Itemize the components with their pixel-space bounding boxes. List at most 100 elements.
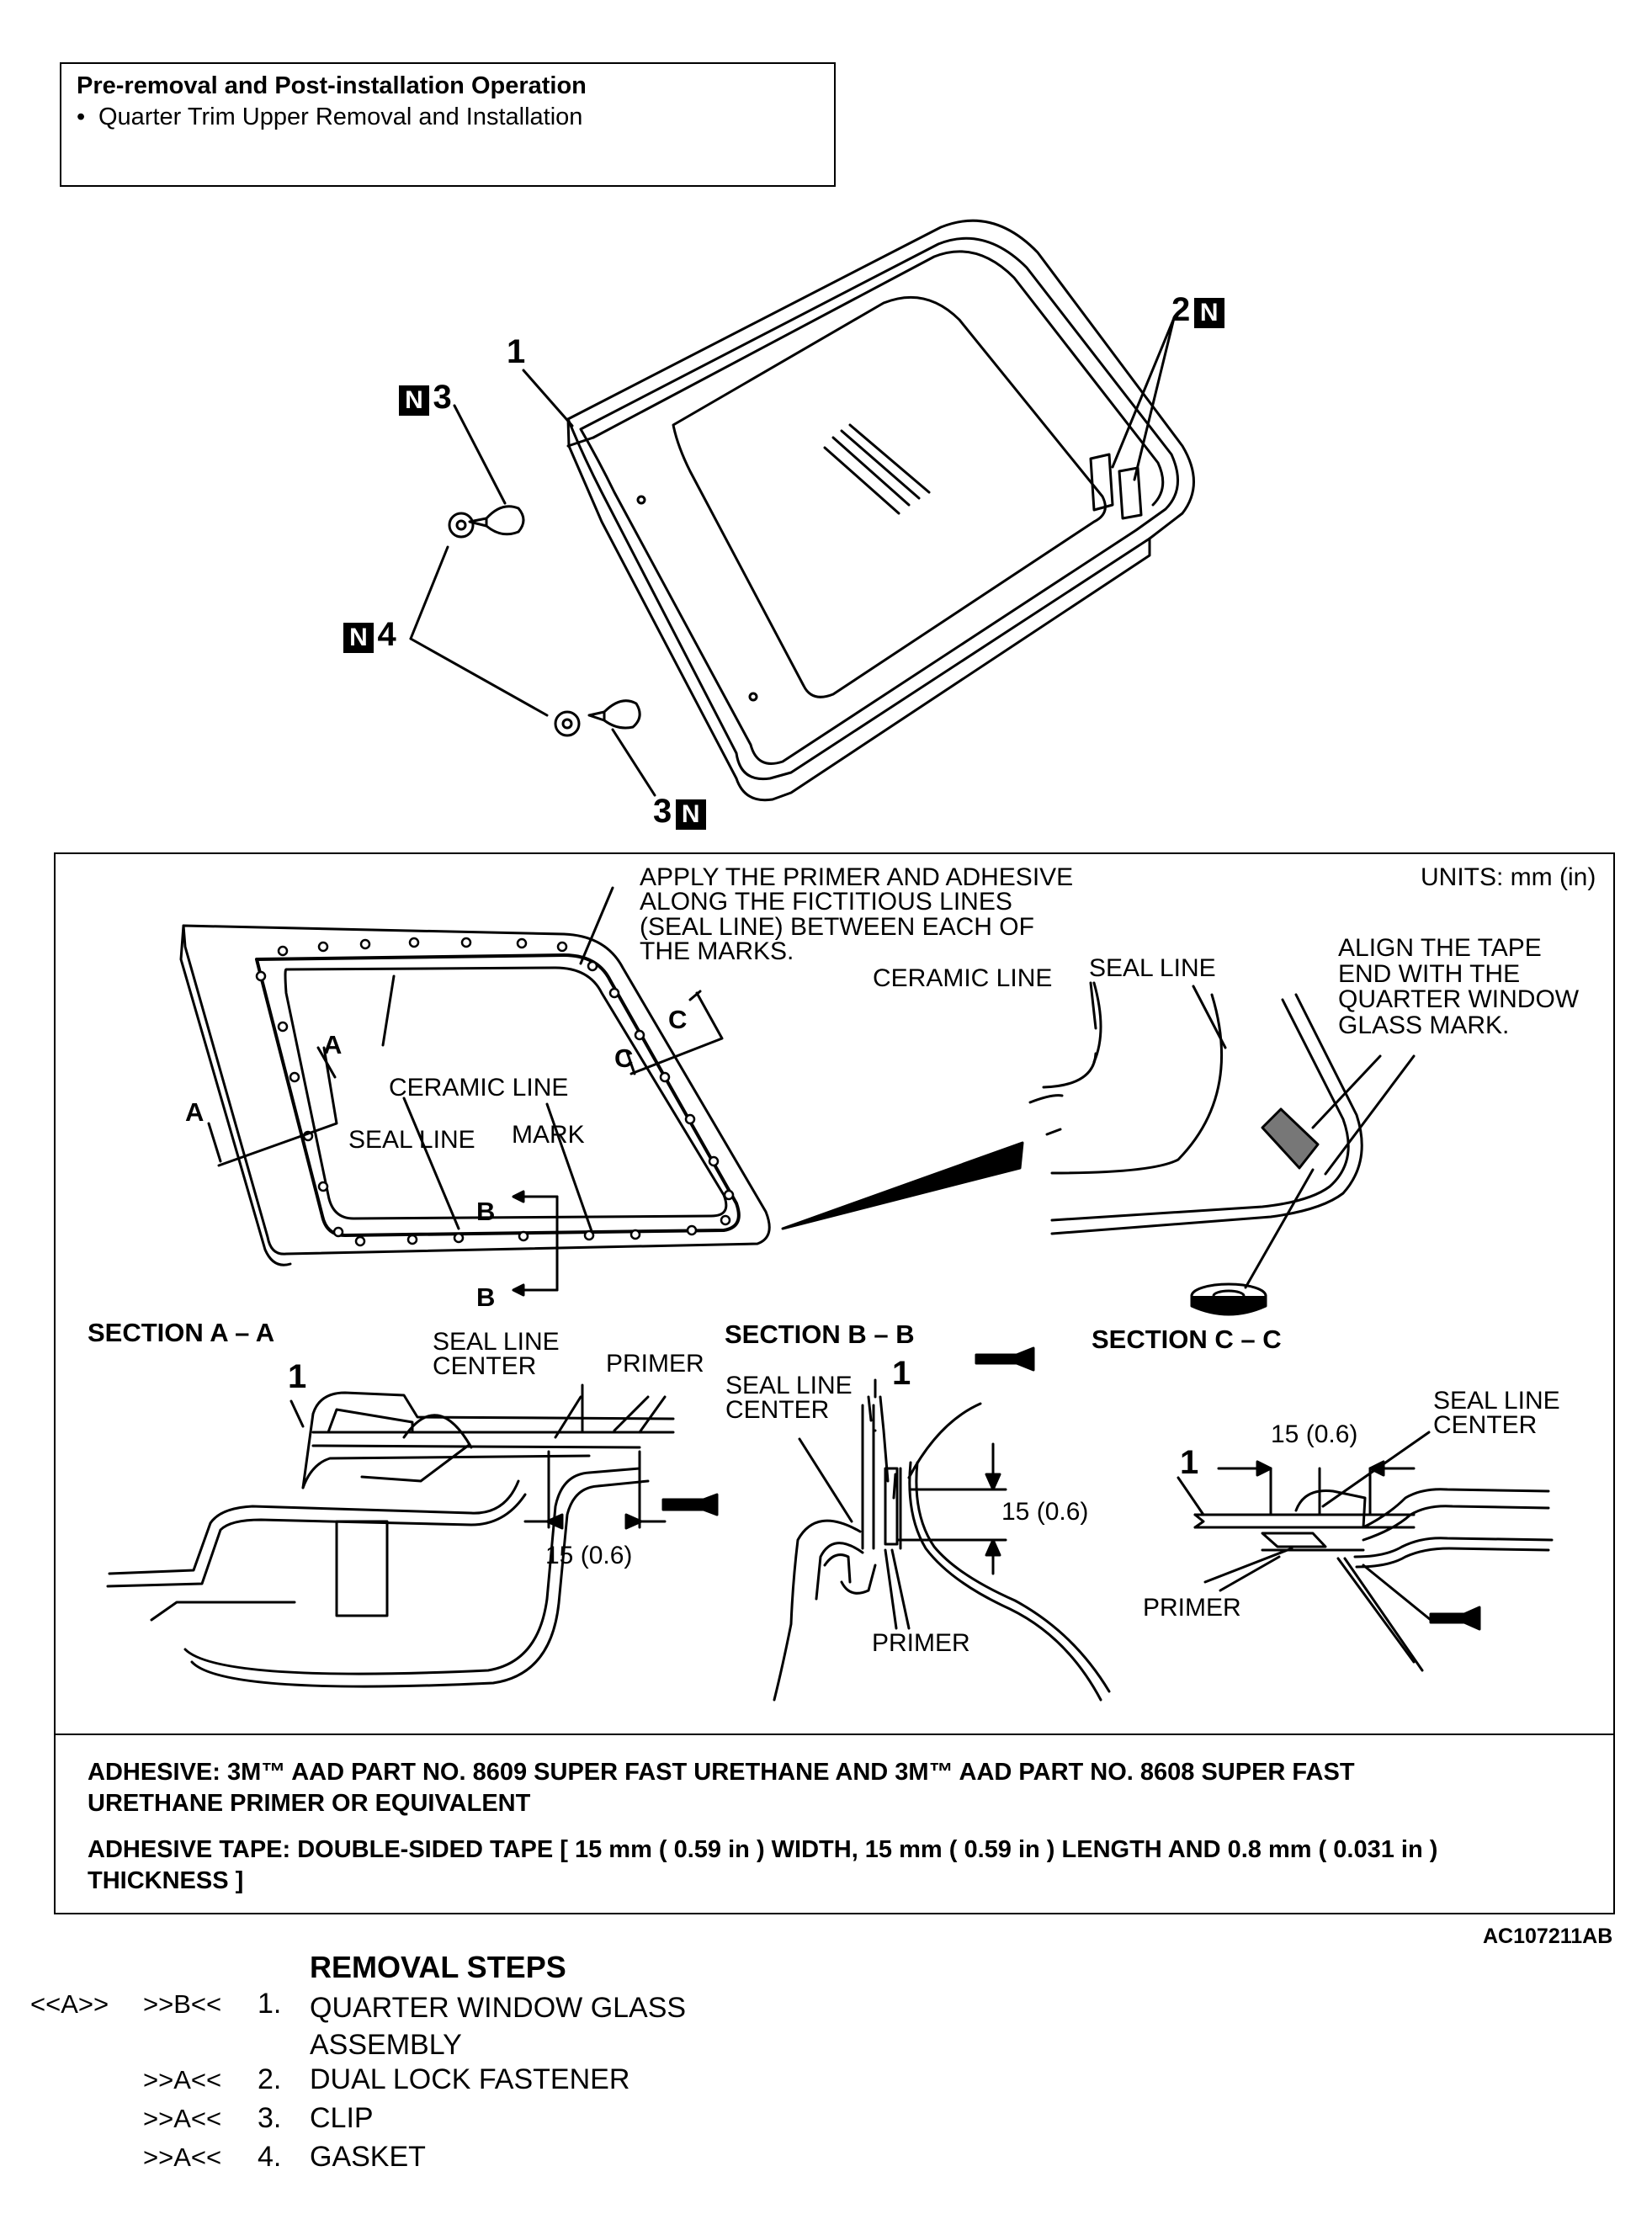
step-label-line: QUARTER WINDOW GLASS — [310, 1992, 687, 2024]
section-b-primer: PRIMER — [872, 1629, 970, 1657]
clip-bottom-drawing — [587, 699, 641, 730]
section-b-title: SECTION B – B — [725, 1319, 915, 1349]
install-ref: >>B<< — [143, 1989, 222, 2019]
step-label-3: CLIP — [310, 2102, 374, 2134]
section-b-seal-line-center: SEAL LINE CENTER — [725, 1373, 853, 1423]
adhesive-note-line: ADHESIVE: 3M™ AAD PART NO. 8609 SUPER FA… — [88, 1759, 1355, 1786]
section-a-part-1: 1 — [288, 1358, 307, 1395]
section-a-primer: PRIMER — [606, 1350, 704, 1378]
step-num-3: 3. — [258, 2102, 282, 2134]
seal-line-center-line: SEAL LINE — [433, 1328, 560, 1356]
install-ref: >>A<< — [143, 2065, 222, 2095]
callout-4: 4 — [377, 616, 396, 653]
new-part-symbol: N — [343, 623, 374, 653]
align-note: ALIGN THE TAPE END WITH THE QUARTER WIND… — [1338, 934, 1580, 1039]
section-c-title: SECTION C – C — [1092, 1325, 1282, 1354]
instruction-line: APPLY THE PRIMER AND ADHESIVE — [640, 863, 1074, 891]
step-label-2: DUAL LOCK FASTENER — [310, 2063, 630, 2095]
detail-glass-outline — [179, 924, 771, 1266]
callout-3-top: 3 — [433, 379, 452, 416]
section-c-drawing — [1177, 1431, 1554, 1672]
section-a-dim: 15 (0.6) — [545, 1542, 633, 1569]
section-a-drawing — [106, 1383, 719, 1688]
step-label-line: ASSEMBLY — [310, 2029, 462, 2062]
seal-line-center-line: SEAL LINE — [1433, 1387, 1560, 1415]
new-part-symbol: N — [1193, 298, 1224, 328]
section-c-primer: PRIMER — [1143, 1594, 1241, 1622]
seal-line-label: SEAL LINE — [348, 1126, 475, 1154]
pre-operation-title: Pre-removal and Post-installation Operat… — [77, 72, 587, 99]
removal-step-1: <<A>> — [30, 1989, 109, 2018]
seal-line-center-line: CENTER — [1433, 1411, 1538, 1440]
section-c-dim: 15 (0.6) — [1271, 1420, 1358, 1448]
install-ref-2: >>A<< — [143, 2065, 221, 2094]
callout-3-bottom-group: 3 N — [653, 794, 706, 830]
section-a-marker-right: A — [323, 1030, 343, 1059]
callout-4-group: N 4 — [343, 618, 396, 653]
quarter-window-glass-drawing — [566, 219, 1195, 802]
seal-line-center-line: CENTER — [725, 1396, 830, 1425]
section-b-part-1: 1 — [892, 1355, 911, 1392]
removal-steps-heading: REMOVAL STEPS — [310, 1950, 566, 1984]
new-part-symbol: N — [675, 799, 706, 830]
pre-operation-item: • Quarter Trim Upper Removal and Installa… — [77, 104, 819, 131]
align-note-line: END WITH THE — [1338, 959, 1521, 988]
units-label: UNITS: mm (in) — [1421, 863, 1596, 891]
tape-note-line: THICKNESS ] — [88, 1867, 244, 1895]
step-label-4: GASKET — [310, 2141, 426, 2173]
install-ref: >>A<< — [143, 2104, 222, 2133]
callout-2-group: 2 N — [1171, 293, 1224, 328]
bullet: • — [77, 104, 86, 130]
pre-operation-box: Pre-removal and Post-installation Operat… — [60, 62, 836, 187]
section-b-marker-bottom: B — [476, 1282, 496, 1312]
instruction-text: APPLY THE PRIMER AND ADHESIVE ALONG THE … — [640, 863, 1074, 966]
tape-note-line: ADHESIVE TAPE: DOUBLE-SIDED TAPE [ 15 mm… — [88, 1836, 1438, 1863]
section-b-dim: 15 (0.6) — [1001, 1498, 1089, 1526]
adhesive-note-line: URETHANE PRIMER OR EQUIVALENT — [88, 1790, 531, 1818]
section-b-drawing — [773, 1346, 1111, 1702]
gasket-top-drawing — [448, 512, 475, 539]
callout-3-bottom: 3 — [653, 793, 672, 830]
section-c-marker-left: C — [614, 1043, 634, 1073]
section-c-seal-line-center: SEAL LINE CENTER — [1433, 1388, 1560, 1438]
align-note-line: ALIGN THE TAPE — [1338, 934, 1542, 962]
section-c-marker-right: C — [668, 1005, 688, 1034]
gasket-bottom-drawing — [554, 710, 581, 737]
step-num-2: 2. — [258, 2063, 282, 2095]
figure-code: AC107211AB — [1483, 1925, 1613, 1948]
pre-operation-item-text: Quarter Trim Upper Removal and Installat… — [98, 104, 583, 130]
callout-3-top-group: N 3 — [399, 380, 452, 416]
instruction-line: THE MARKS. — [640, 937, 794, 966]
section-a-marker-left: A — [185, 1097, 205, 1127]
ceramic-line-label-corner: CERAMIC LINE — [873, 964, 1053, 992]
install-ref-3: >>A<< — [143, 2104, 221, 2132]
section-b-marker-top: B — [476, 1197, 496, 1226]
install-ref: >>A<< — [143, 2142, 222, 2172]
section-c-part-1: 1 — [1180, 1444, 1199, 1481]
seal-line-center-line: CENTER — [433, 1352, 537, 1381]
clip-top-drawing — [468, 505, 525, 536]
seal-line-center-line: SEAL LINE — [725, 1372, 853, 1399]
seal-line-marks — [255, 937, 735, 1247]
callout-1: 1 — [507, 333, 526, 370]
section-a-title: SECTION A – A — [88, 1318, 275, 1347]
step-label-1: QUARTER WINDOW GLASS ASSEMBLY — [310, 1989, 686, 2063]
step-num-1: 1. — [258, 1988, 282, 2020]
install-ref-1: >>B<< — [143, 1989, 221, 2018]
new-part-symbol: N — [399, 385, 429, 416]
callout-2: 2 — [1171, 291, 1191, 328]
instruction-line: (SEAL LINE) BETWEEN EACH OF — [640, 912, 1034, 941]
section-a-seal-line-center: SEAL LINE CENTER — [433, 1328, 560, 1381]
mark-label: MARK — [512, 1121, 585, 1149]
align-note-line: QUARTER WINDOW — [1338, 985, 1580, 1014]
adhesive-note: ADHESIVE: 3M™ AAD PART NO. 8609 SUPER FA… — [88, 1757, 1355, 1819]
seal-line-label-corner: SEAL LINE — [1089, 954, 1216, 982]
ceramic-line-label: CERAMIC LINE — [389, 1074, 569, 1102]
removal-ref: <<A>> — [30, 1989, 109, 2019]
tape-note: ADHESIVE TAPE: DOUBLE-SIDED TAPE [ 15 mm… — [88, 1834, 1437, 1897]
align-note-line: GLASS MARK. — [1338, 1011, 1510, 1039]
detail-frame — [54, 852, 1615, 1914]
install-ref-4: >>A<< — [143, 2142, 221, 2171]
step-num-4: 4. — [258, 2141, 282, 2173]
